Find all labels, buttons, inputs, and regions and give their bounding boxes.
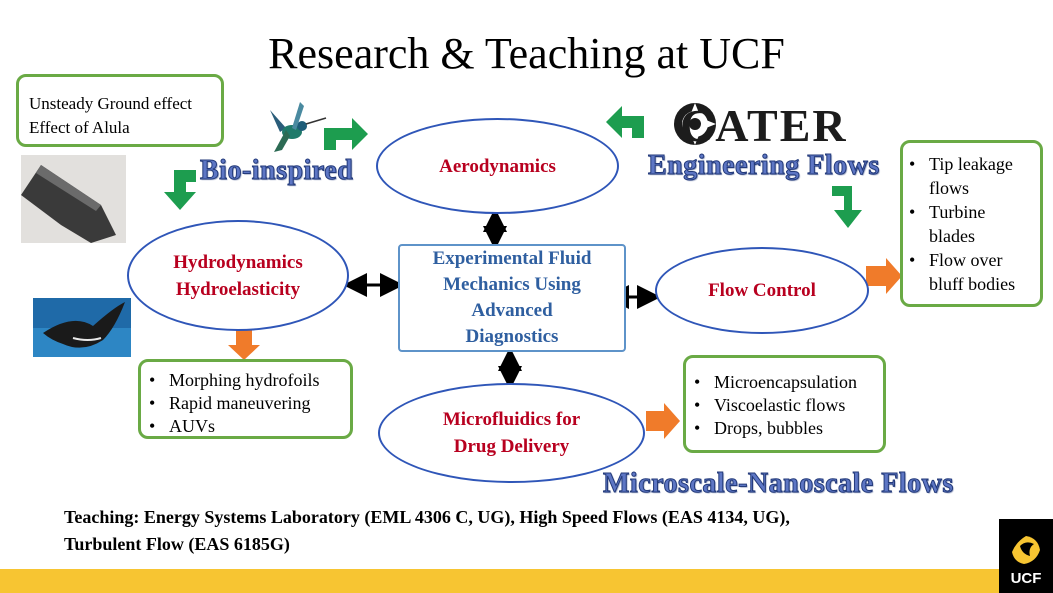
list-item: Turbine blades [903,200,1034,248]
turbine-icon [674,103,716,145]
green-arrow-bio-to-aero [324,118,368,150]
cater-logo: CATER [672,95,852,151]
center-line: Experimental Fluid [432,248,592,269]
orange-arrow-hydro-down [228,330,260,360]
node-microfluidics: Microfluidics for Drug Delivery [378,383,645,483]
green-arrow-eng-to-list [832,186,862,228]
list-item: Viscoelastic flows [688,394,883,417]
node-aerodynamics-label: Aerodynamics [439,155,556,177]
footer-bar [0,569,1053,593]
list-item: Rapid maneuvering [143,392,350,415]
orange-arrow-flowcontrol-right [866,258,902,294]
center-line: Mechanics Using [443,274,581,295]
wing-image [21,155,126,243]
node-aerodynamics: Aerodynamics [376,118,619,214]
teaching-line: Turbulent Flow (EAS 6185G) [64,534,290,554]
node-micro-line: Microfluidics for [442,409,581,430]
pegasus-icon [1012,536,1040,564]
orange-arrow-micro-right [646,403,680,439]
bio-note-line: Effect of Alula [29,118,130,137]
micro-nano-label: Microscale-Nanoscale Flows [603,468,954,500]
node-hydro-line: Hydroelasticity [175,278,301,300]
node-flow-control-label: Flow Control [708,280,816,301]
bio-note-line: Unsteady Ground effect [29,94,193,113]
bio-notes-box: Unsteady Ground effect Effect of Alula [16,74,224,147]
list-item: Drops, bubbles [688,417,883,440]
page-title: Research & Teaching at UCF [268,29,785,78]
node-flow-control: Flow Control [655,247,869,334]
node-micro-line: Drug Delivery [453,436,570,457]
center-line: Advanced [471,300,553,321]
list-item: Microencapsulation [688,371,883,394]
node-hydrodynamics: Hydrodynamics Hydroelasticity [127,220,349,331]
engineering-flows-list: Tip leakage flows Turbine blades Flow ov… [903,152,1034,296]
list-item: Morphing hydrofoils [143,369,350,392]
micro-applications-list: Microencapsulation Viscoelastic flows Dr… [688,371,883,440]
ucf-logo-text: UCF [1010,570,1042,587]
center-line: Diagnostics [465,326,559,347]
node-experimental-fluid-mechanics: Experimental Fluid Mechanics Using Advan… [398,244,626,352]
engineering-flows-label: Engineering Flows [648,150,880,182]
list-item: Tip leakage flows [903,152,1034,200]
node-hydro-line: Hydrodynamics [173,251,303,273]
teaching-text: Teaching: Energy Systems Laboratory (EML… [64,504,994,558]
ucf-logo: UCF [999,519,1053,593]
list-item: Flow over bluff bodies [903,248,1034,296]
teaching-line: Teaching: Energy Systems Laboratory (EML… [64,507,790,527]
hydro-applications-list: Morphing hydrofoils Rapid maneuvering AU… [143,369,350,438]
list-item: AUVs [143,415,350,438]
hydro-applications-box: Morphing hydrofoils Rapid maneuvering AU… [138,359,353,439]
green-arrow-bio-to-hydro [164,170,196,210]
manta-ray-image [33,298,131,357]
engineering-flows-list-box: Tip leakage flows Turbine blades Flow ov… [900,140,1043,307]
green-arrow-eng-to-aero [606,106,644,138]
bio-inspired-label: Bio-inspired [199,155,354,187]
cater-logo-text: CATER [680,100,848,151]
hummingbird-image [262,98,328,156]
micro-applications-box: Microencapsulation Viscoelastic flows Dr… [683,355,886,453]
